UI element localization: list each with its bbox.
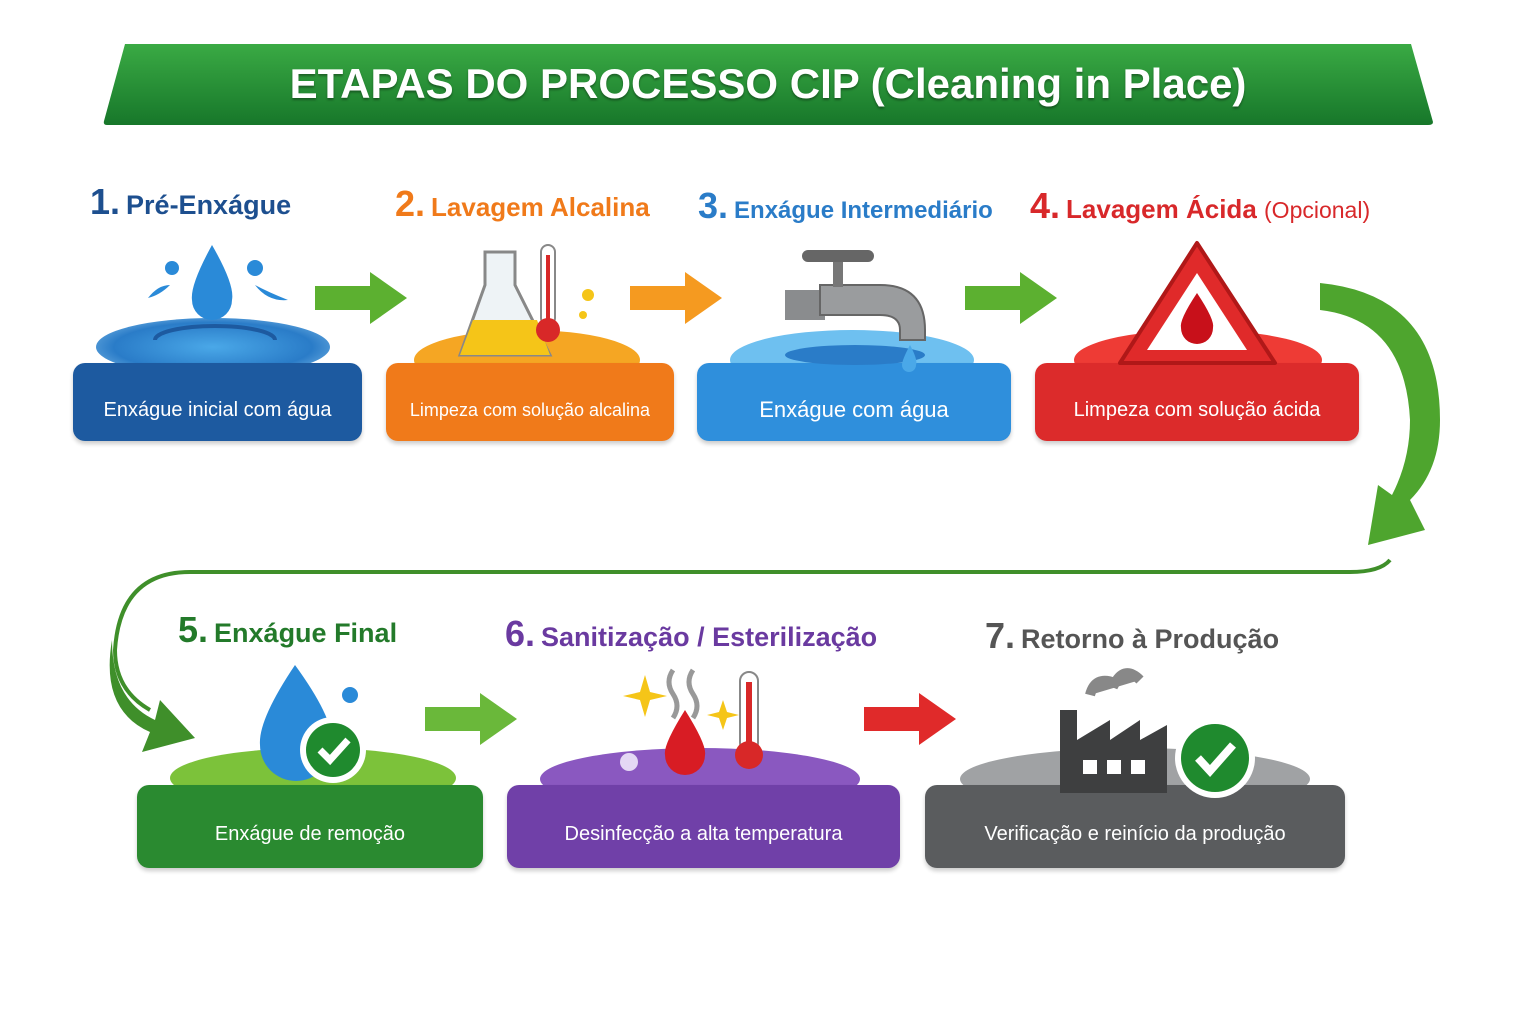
faucet-icon	[785, 250, 926, 372]
step-5-title: 5.Enxágue Final	[178, 609, 398, 650]
step-1-description: Enxágue inicial com água	[103, 398, 332, 421]
step-2-box: Limpeza com solução alcalina	[386, 363, 674, 441]
step-2-title: 2.Lavagem Alcalina	[395, 183, 650, 224]
water-drop-splash-icon	[148, 245, 288, 340]
step-5-description: Enxágue de remoção	[214, 823, 406, 845]
factory-check-icon	[1060, 668, 1255, 798]
step-6-box: Desinfecção a alta temperatura	[507, 785, 900, 868]
step-3-title: 3.Enxágue Intermediário	[698, 185, 993, 226]
step-5-box: Enxágue de remoção	[137, 785, 483, 868]
step-7-title: 7.Retorno à Produção	[985, 615, 1280, 656]
step-6-description: Desinfecção a alta temperatura	[564, 823, 843, 845]
title-banner: ETAPAS DO PROCESSO CIP (Cleaning in Plac…	[103, 42, 1433, 126]
step-7-box: Verificação e reinício da produção	[925, 785, 1345, 868]
banner-shape	[103, 44, 1433, 125]
step-3-box: Enxágue com água	[697, 363, 1011, 441]
heat-sanitize-icon	[620, 668, 763, 775]
arrow-3-to-4	[965, 272, 1057, 324]
step-7-description: Verificação e reinício da produção	[984, 823, 1286, 845]
arrow-6-to-7	[864, 693, 956, 745]
step-4-box: Limpeza com solução ácida	[1035, 363, 1359, 441]
step-3-description: Enxágue com água	[759, 397, 949, 422]
drop-check-icon	[259, 665, 366, 783]
step-2-description: Limpeza com solução alcalina	[409, 399, 651, 420]
step-1-title: 1.Pré-Enxágue	[90, 181, 292, 222]
arrow-1-to-2	[315, 272, 407, 324]
step-4-title: 4.Lavagem Ácida (Opcional)	[1030, 185, 1371, 226]
step-4-description: Limpeza com solução ácida	[1073, 398, 1321, 421]
arrow-5-to-6	[425, 693, 517, 745]
page-title: ETAPAS DO PROCESSO CIP (Cleaning in Plac…	[289, 60, 1247, 107]
arrow-2-to-3	[630, 272, 722, 324]
acid-warning-icon	[1118, 241, 1277, 365]
step-6-title: 6.Sanitização / Esterilização	[505, 613, 878, 654]
step-1-box: Enxágue inicial com água	[73, 363, 362, 441]
flask-thermometer-icon	[457, 244, 594, 357]
